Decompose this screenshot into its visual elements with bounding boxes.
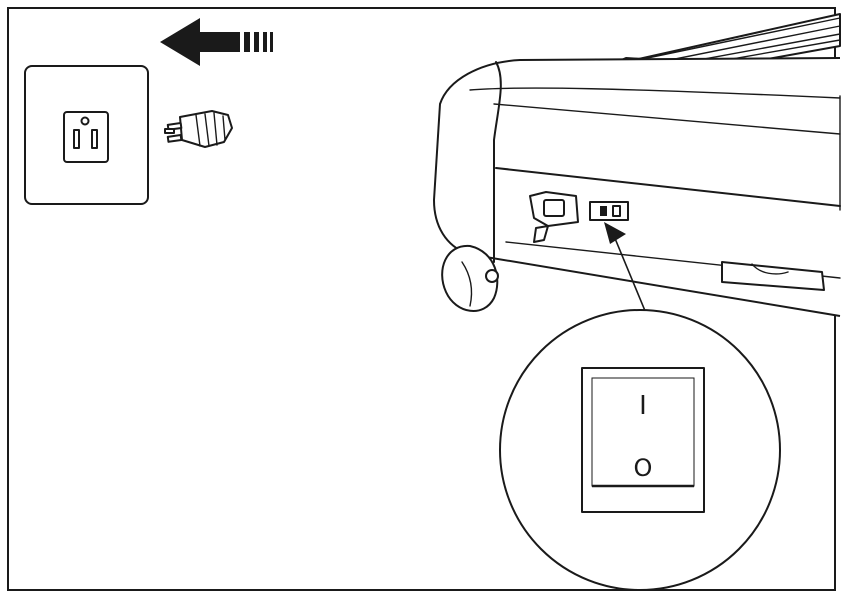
callout-arrow <box>604 222 649 319</box>
power-plug-icon <box>164 110 233 148</box>
wall-outlet-icon <box>24 65 149 205</box>
power-switch-icon: I O <box>499 309 781 591</box>
arrow-left-icon <box>160 18 273 66</box>
power-cord <box>225 118 539 383</box>
switch-off-symbol: O <box>634 454 653 482</box>
treadmill-icon <box>433 13 841 317</box>
switch-on-symbol: I <box>639 391 647 421</box>
